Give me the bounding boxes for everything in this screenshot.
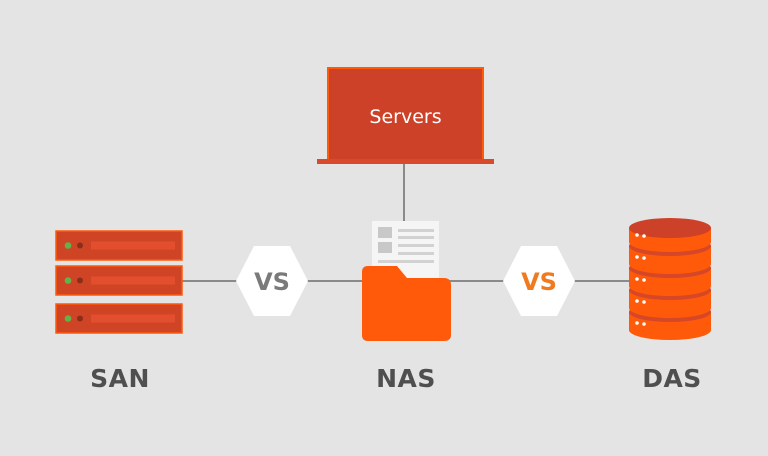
das-label: DAS — [642, 364, 702, 393]
servers-label: Servers — [369, 106, 441, 128]
vs-left-label: VS — [254, 268, 290, 296]
rack-unit — [55, 230, 183, 261]
disk-top — [629, 218, 711, 238]
nas-label: NAS — [376, 364, 436, 393]
status-led-icon — [64, 277, 72, 284]
servers-base — [317, 159, 494, 164]
status-led-icon — [64, 242, 72, 249]
vs-right-badge: VS — [503, 246, 575, 316]
vs-right-label: VS — [521, 268, 557, 296]
rack-unit — [55, 265, 183, 296]
status-led-icon — [64, 315, 72, 322]
san-label: SAN — [90, 364, 150, 393]
hexagon-icon — [236, 246, 308, 316]
indicator-dot-icon — [77, 277, 83, 284]
indicator-dot-icon — [77, 242, 83, 249]
san-rack-icon — [55, 230, 183, 334]
nas-folder-icon — [362, 221, 451, 341]
hexagon-icon — [503, 246, 575, 316]
servers-laptop-icon: Servers — [317, 67, 494, 164]
disk-layer — [629, 218, 711, 252]
folder-icon — [362, 266, 451, 341]
rack-unit — [55, 303, 183, 334]
servers-screen — [327, 67, 484, 161]
connector-lines — [182, 163, 632, 282]
das-database-icon — [629, 218, 711, 340]
indicator-dot-icon — [77, 315, 83, 322]
vs-left-badge: VS — [236, 246, 308, 316]
